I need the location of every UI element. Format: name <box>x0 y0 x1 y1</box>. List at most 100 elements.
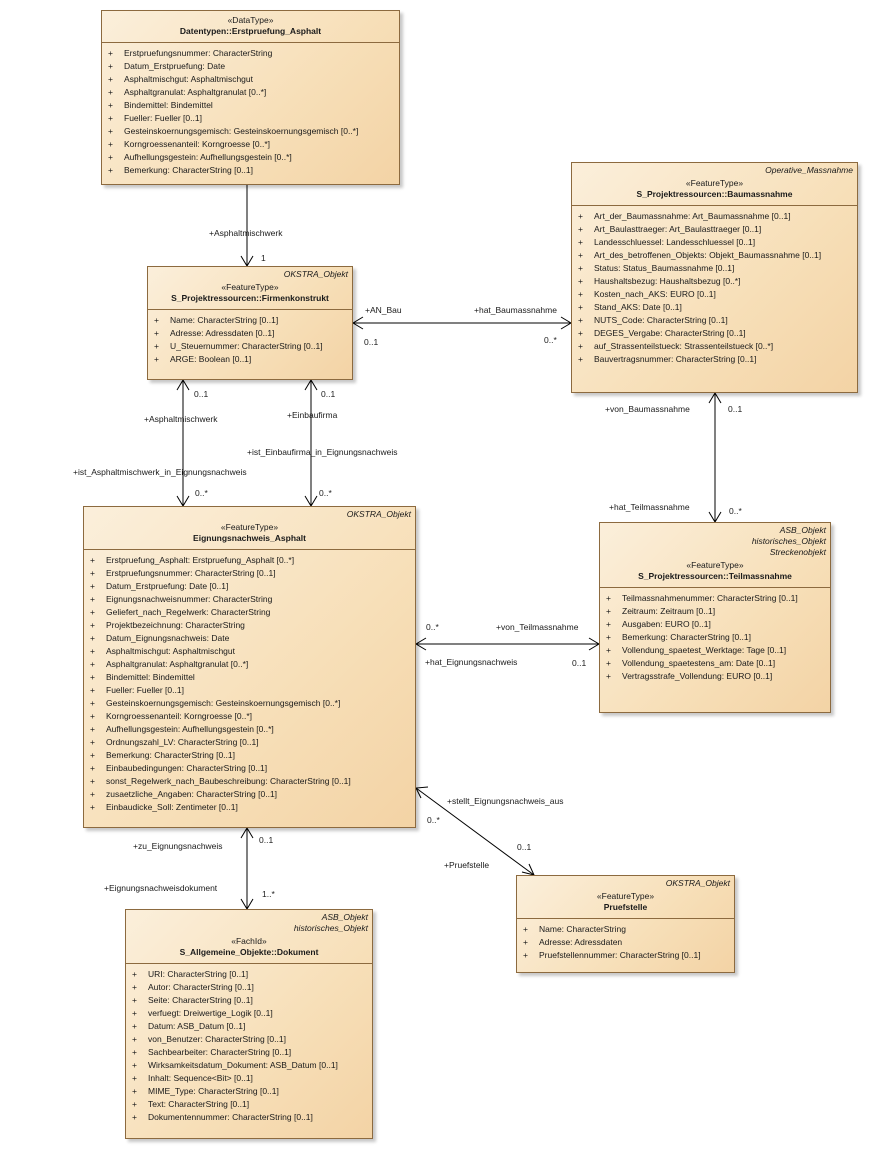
attribute-row: +Stand_AKS: Date [0..1] <box>578 301 853 314</box>
attribute-row: +Aufhellungsgestein: Aufhellungsgestein … <box>90 723 411 736</box>
attribute-list: +Erstpruefungsnummer: CharacterString+Da… <box>102 43 399 180</box>
attribute-row: +Projektbezeichnung: CharacterString <box>90 619 411 632</box>
class-baumassnahme[interactable]: Operative_Massnahme «FeatureType» S_Proj… <box>571 162 858 393</box>
role-label: +stellt_Eignungsnachweis_aus <box>447 796 564 806</box>
visibility-public-icon: + <box>90 750 95 760</box>
visibility-public-icon: + <box>606 619 611 629</box>
multiplicity-label: 0..1 <box>517 842 532 852</box>
attribute-row: +Erstpruefungsnummer: CharacterString <box>108 47 395 60</box>
attribute-list: +Art_der_Baumassnahme: Art_Baumassnahme … <box>572 206 857 369</box>
attribute-text: Zeitraum: Zeitraum [0..1] <box>622 606 716 616</box>
visibility-public-icon: + <box>154 315 159 325</box>
attribute-text: Bemerkung: CharacterString [0..1] <box>124 165 253 175</box>
visibility-public-icon: + <box>154 341 159 351</box>
visibility-public-icon: + <box>132 1073 137 1083</box>
attribute-row: +verfuegt: Dreiwertige_Logik [0..1] <box>132 1007 368 1020</box>
role-label: +zu_Eignungsnachweis <box>133 841 223 851</box>
attribute-row: +Vertragsstrafe_Vollendung: EURO [0..1] <box>606 670 826 683</box>
arrowhead <box>415 637 427 651</box>
attribute-text: Ausgaben: EURO [0..1] <box>622 619 711 629</box>
attribute-row: +zusaetzliche_Angaben: CharacterString [… <box>90 788 411 801</box>
attribute-row: +URI: CharacterString [0..1] <box>132 968 368 981</box>
attribute-row: +Name: CharacterString [0..1] <box>154 314 348 327</box>
attribute-text: Asphaltgranulat: Asphaltgranulat [0..*] <box>106 659 249 669</box>
attribute-text: Bindemittel: Bindemittel <box>124 100 213 110</box>
attribute-row: +MIME_Type: CharacterString [0..1] <box>132 1085 368 1098</box>
attribute-row: +Seite: CharacterString [0..1] <box>132 994 368 1007</box>
visibility-public-icon: + <box>132 1047 137 1057</box>
attribute-row: + Sachbearbeiter: CharacterString [0..1] <box>132 1046 368 1059</box>
visibility-public-icon: + <box>108 87 113 97</box>
stereotype: «FeatureType» <box>221 282 279 292</box>
attribute-text: Stand_AKS: Date [0..1] <box>594 302 682 312</box>
attribute-text: Aufhellungsgestein: Aufhellungsgestein [… <box>106 724 274 734</box>
class-name: Pruefstelle <box>603 902 648 912</box>
multiplicity-label: 1..* <box>262 889 275 899</box>
visibility-public-icon: + <box>132 1021 137 1031</box>
visibility-public-icon: + <box>132 982 137 992</box>
attribute-row: +Teilmassnahmenummer: CharacterString [0… <box>606 592 826 605</box>
attribute-row: +Aufhellungsgestein: Aufhellungsgestein … <box>108 151 395 164</box>
attribute-row: +Gesteinskoernungsgemisch: Gesteinskoern… <box>90 697 411 710</box>
class-dokument[interactable]: ASB_Objekt historisches_Objekt «FachId» … <box>125 909 373 1139</box>
tagged-value: OKSTRA_Objekt <box>283 269 348 279</box>
arrowhead <box>240 827 254 839</box>
class-teilmassnahme[interactable]: ASB_Objekt historisches_Objekt Streckeno… <box>599 522 831 713</box>
attribute-row: +Art_des_betroffenen_Objekts: Objekt_Bau… <box>578 249 853 262</box>
attribute-text: Sachbearbeiter: CharacterString [0..1] <box>148 1047 292 1057</box>
role-label: +AN_Bau <box>365 305 402 315</box>
visibility-public-icon: + <box>90 659 95 669</box>
visibility-public-icon: + <box>108 48 113 58</box>
stereotype: «FachId» <box>231 936 267 946</box>
attribute-text: Landesschluessel: Landesschluessel [0..1… <box>594 237 756 247</box>
attribute-text: Aufhellungsgestein: Aufhellungsgestein [… <box>124 152 292 162</box>
visibility-public-icon: + <box>132 1008 137 1018</box>
attribute-row: +Asphaltmischgut: Asphaltmischgut <box>108 73 395 86</box>
tagged-value: historisches_Objekt <box>751 536 826 546</box>
visibility-public-icon: + <box>108 139 113 149</box>
attribute-text: zusaetzliche_Angaben: CharacterString [0… <box>106 789 278 799</box>
attribute-text: Eignungsnachweisnummer: CharacterString <box>106 594 273 604</box>
attribute-text: Bemerkung: CharacterString [0..1] <box>622 632 751 642</box>
visibility-public-icon: + <box>90 737 95 747</box>
visibility-public-icon: + <box>90 555 95 565</box>
attribute-text: Gesteinskoernungsgemisch: Gesteinskoernu… <box>124 126 359 136</box>
attribute-text: Text: CharacterString [0..1] <box>148 1099 250 1109</box>
visibility-public-icon: + <box>108 61 113 71</box>
attribute-row: + Ausgaben: EURO [0..1] <box>606 618 826 631</box>
attribute-row: +Inhalt: Sequence<Bit> [0..1] <box>132 1072 368 1085</box>
attribute-text: Projektbezeichnung: CharacterString <box>106 620 245 630</box>
visibility-public-icon: + <box>578 289 583 299</box>
visibility-public-icon: + <box>606 671 611 681</box>
class-name: S_Projektressourcen::Baumassnahme <box>636 189 793 199</box>
attribute-text: Autor: CharacterString [0..1] <box>148 982 254 992</box>
attribute-row: + Bemerkung: CharacterString [0..1] <box>108 164 395 177</box>
role-label: +von_Baumassnahme <box>605 404 690 414</box>
class-name: Eignungsnachweis_Asphalt <box>193 533 306 543</box>
attribute-text: Wirksamkeitsdatum_Dokument: ASB_Datum [0… <box>148 1060 338 1070</box>
multiplicity-label: 0..1 <box>364 337 379 347</box>
visibility-public-icon: + <box>108 165 113 175</box>
visibility-public-icon: + <box>90 607 95 617</box>
visibility-public-icon: + <box>132 1060 137 1070</box>
visibility-public-icon: + <box>523 950 528 960</box>
attribute-row: + Asphaltgranulat: Asphaltgranulat [0..*] <box>90 658 411 671</box>
class-firmenkonstrukt[interactable]: OKSTRA_Objekt «FeatureType» S_Projektres… <box>147 266 353 380</box>
visibility-public-icon: + <box>90 763 95 773</box>
class-erstpruefung-asphalt[interactable]: «DataType» Datentypen::Erstpruefung_Asph… <box>101 10 400 185</box>
class-pruefstelle[interactable]: OKSTRA_Objekt «FeatureType» Pruefstelle … <box>516 875 735 973</box>
attribute-text: von_Benutzer: CharacterString [0..1] <box>148 1034 286 1044</box>
visibility-public-icon: + <box>154 328 159 338</box>
visibility-public-icon: + <box>132 1034 137 1044</box>
visibility-public-icon: + <box>606 593 611 603</box>
class-header: OKSTRA_Objekt «FeatureType» Pruefstelle <box>517 876 734 919</box>
class-header: Operative_Massnahme «FeatureType» S_Proj… <box>572 163 857 206</box>
attribute-row: +Gesteinskoernungsgemisch: Gesteinskoern… <box>108 125 395 138</box>
tagged-value: OKSTRA_Objekt <box>665 878 730 888</box>
attribute-text: MIME_Type: CharacterString [0..1] <box>148 1086 279 1096</box>
class-eignungsnachweis-asphalt[interactable]: OKSTRA_Objekt «FeatureType» Eignungsnach… <box>83 506 416 828</box>
visibility-public-icon: + <box>578 354 583 364</box>
attribute-text: Haushaltsbezug: Haushaltsbezug [0..*] <box>594 276 741 286</box>
attribute-text: Vollendung_spaetest_Werktage: Tage [0..1… <box>622 645 787 655</box>
